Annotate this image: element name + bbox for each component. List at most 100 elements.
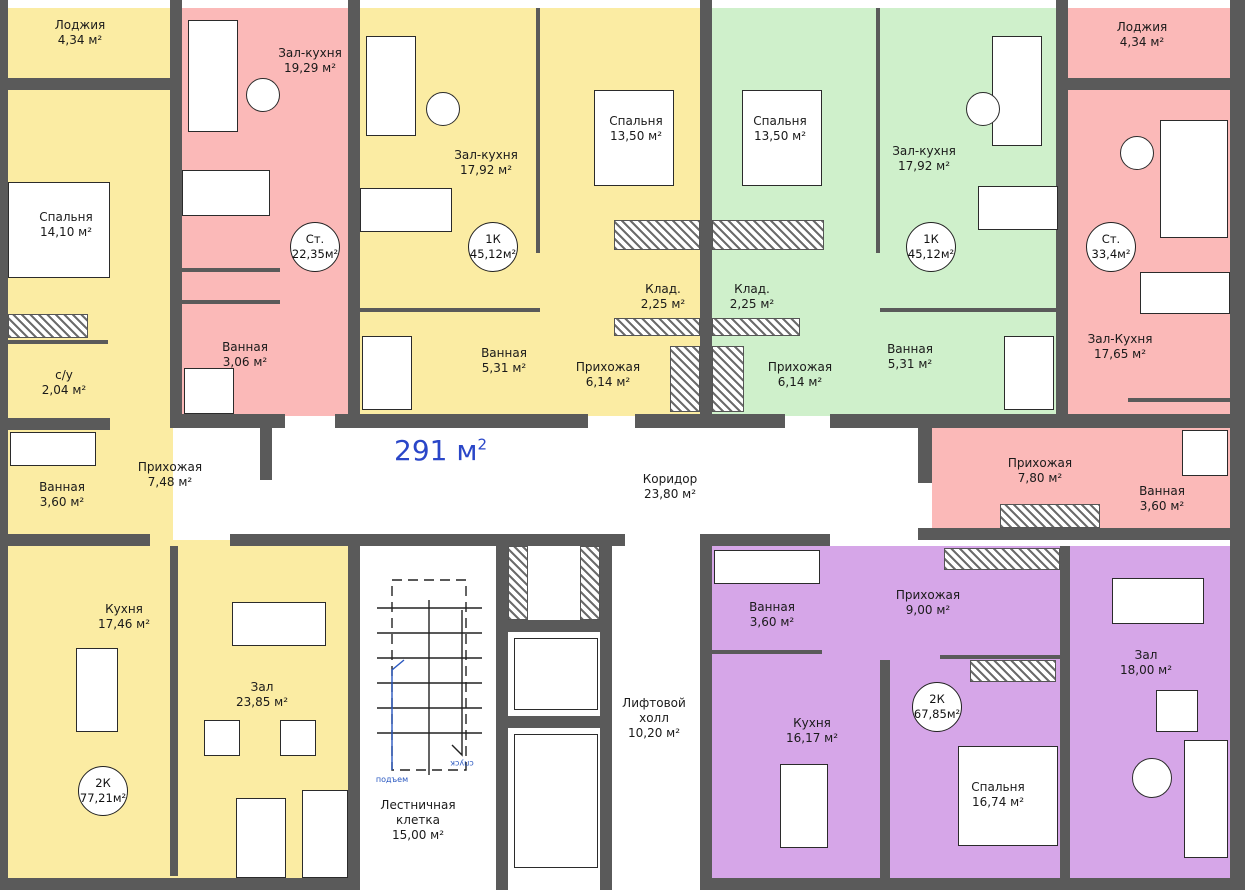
round-table <box>966 92 1000 126</box>
partition <box>876 8 880 253</box>
partition <box>536 8 540 253</box>
apartment-badge: Ст.22,35м² <box>290 222 340 272</box>
wall <box>830 414 1230 428</box>
total-area: 291 м2 <box>394 434 488 467</box>
bathtub <box>362 336 412 410</box>
wardrobe <box>712 346 744 412</box>
partition <box>180 300 280 304</box>
bed <box>742 90 822 186</box>
wardrobe <box>670 346 700 412</box>
room-label: Клад.2,25 м² <box>729 282 775 311</box>
sofa <box>1160 120 1228 238</box>
apartment-badge: Ст.33,4м² <box>1086 222 1136 272</box>
kitchen-island <box>780 764 828 848</box>
wardrobe <box>614 318 700 336</box>
wardrobe <box>944 548 1060 570</box>
wall <box>1062 78 1245 90</box>
wall <box>348 546 360 890</box>
wall <box>1230 0 1245 890</box>
wall <box>170 546 178 876</box>
wall <box>348 0 360 420</box>
shower <box>1004 336 1054 410</box>
elevator <box>514 638 598 710</box>
partition <box>1128 398 1230 402</box>
bed <box>594 90 674 186</box>
wall <box>880 660 890 890</box>
round-table <box>1132 758 1172 798</box>
wall <box>1056 0 1068 420</box>
elevator <box>514 734 598 868</box>
wardrobe <box>712 318 800 336</box>
wardrobe <box>8 314 88 338</box>
partition <box>180 268 280 272</box>
wardrobe <box>1000 504 1100 528</box>
wall <box>0 418 110 430</box>
bathtub <box>714 550 820 584</box>
coffee-table <box>236 798 286 878</box>
kitchen-island <box>76 648 118 732</box>
round-table <box>246 78 280 112</box>
stair-down-label: спуск <box>450 759 474 768</box>
wall <box>918 428 932 483</box>
dining-table <box>360 188 452 232</box>
wall <box>0 878 360 890</box>
zone-stair <box>360 546 496 890</box>
wall <box>700 534 830 546</box>
wall <box>230 534 625 546</box>
bathtub <box>10 432 96 466</box>
wall <box>508 620 600 632</box>
wall-hatch <box>508 546 528 620</box>
armchair <box>280 720 316 756</box>
partition <box>712 650 822 654</box>
zone-apt-2k-left-bottom <box>8 540 353 890</box>
wall <box>700 546 712 890</box>
sofa <box>188 20 238 132</box>
bed <box>8 182 110 278</box>
zone-top-right-loggia <box>1068 8 1230 78</box>
partition <box>360 308 540 312</box>
shower <box>1182 430 1228 476</box>
dining-table <box>182 170 270 216</box>
sofa <box>366 36 416 136</box>
wall <box>700 0 712 420</box>
wall <box>260 420 272 480</box>
room-label: Клад.2,25 м² <box>640 282 686 311</box>
wall <box>0 78 180 90</box>
round-table <box>426 92 460 126</box>
partition <box>8 340 108 344</box>
partition <box>880 308 1056 312</box>
zone-lift-hall <box>612 546 704 890</box>
sofa <box>992 36 1042 146</box>
armchair <box>204 720 240 756</box>
dining-table <box>978 186 1058 230</box>
sofa <box>1184 740 1228 858</box>
wall <box>170 0 182 420</box>
